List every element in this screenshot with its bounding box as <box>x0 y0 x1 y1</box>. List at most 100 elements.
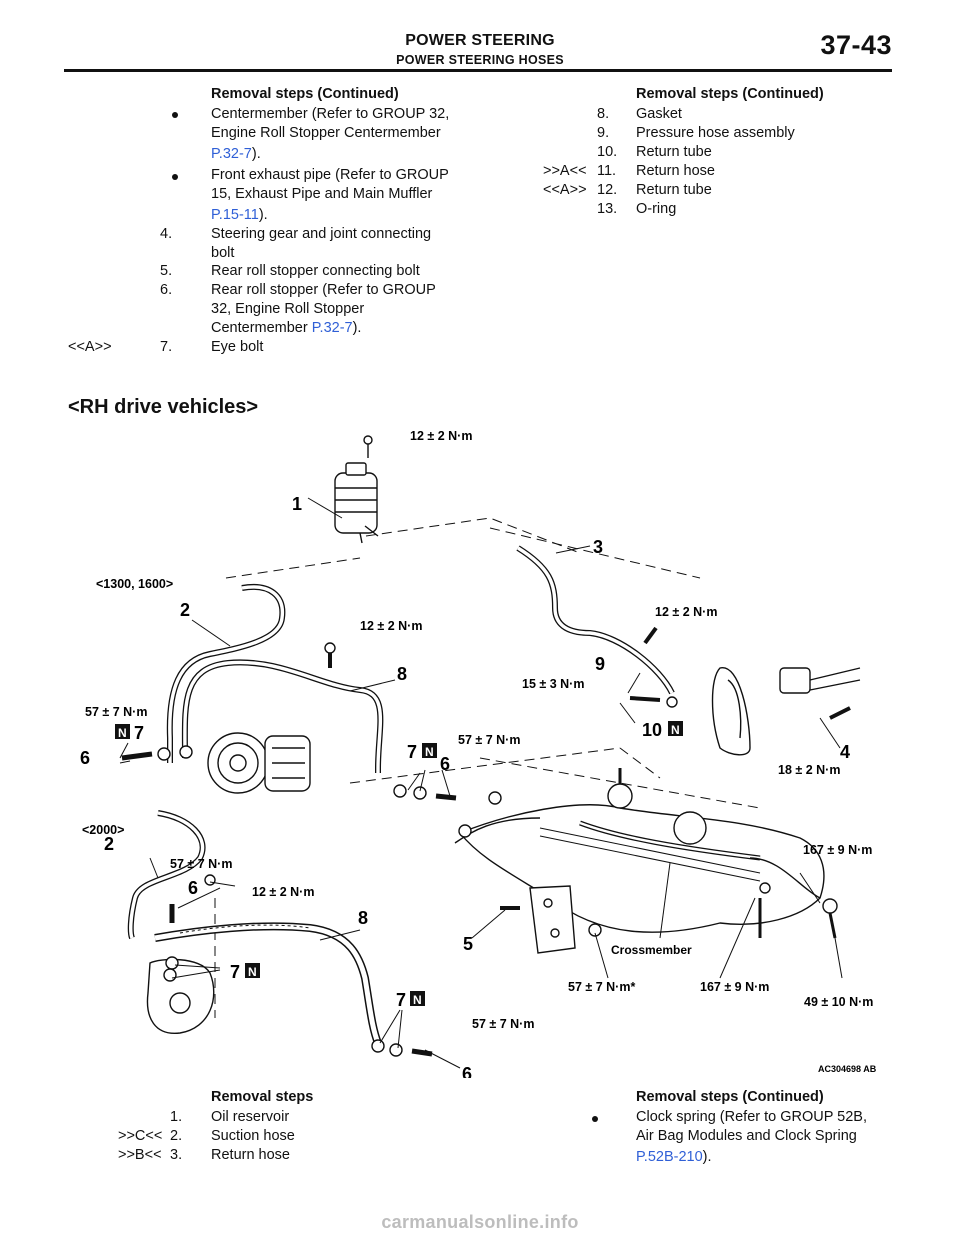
ref-link-p32-7[interactable]: P.32-7 <box>211 146 252 162</box>
procedure-mark: >>C<< <box>118 1128 163 1144</box>
step-centermember-ref: P.32-7). <box>211 146 261 162</box>
callout-6: 6 <box>440 754 450 774</box>
step-text: Return tube <box>636 182 712 198</box>
callout-7: 7 <box>230 962 240 982</box>
figure-id: AC304698 AB <box>818 1064 877 1074</box>
procedure-mark: >>B<< <box>118 1147 162 1163</box>
n-mark-icon <box>668 721 683 736</box>
variant-label: <1300, 1600> <box>96 577 173 591</box>
n-mark-icon <box>410 991 425 1006</box>
page-subtitle: POWER STEERING HOSES <box>396 53 564 67</box>
crossmember-label: Crossmember <box>611 943 692 957</box>
callout-10: 10 <box>642 720 662 740</box>
page-number: 37-43 <box>820 30 892 60</box>
step-number: 7. <box>160 339 173 355</box>
procedure-mark: <<A>> <box>68 339 112 355</box>
step-number: 3. <box>170 1147 183 1163</box>
torque-label: 57 ± 7 N·m <box>85 705 147 719</box>
step-number: 10. <box>597 144 618 160</box>
step-text: Return hose <box>636 163 715 179</box>
step-text: Gasket <box>636 106 682 122</box>
section-title: <RH drive vehicles> <box>68 396 259 418</box>
callout-5: 5 <box>463 934 473 954</box>
callout-1: 1 <box>292 494 302 514</box>
ref-link-p52b-210[interactable]: P.52B-210 <box>636 1149 703 1165</box>
step-number: 4. <box>160 226 173 242</box>
step-centermember-line2: Engine Roll Stopper Centermember <box>211 125 441 141</box>
torque-label: 167 ± 9 N·m <box>803 843 872 857</box>
torque-label: 12 ± 2 N·m <box>252 885 314 899</box>
oil-reservoir-icon <box>334 435 379 544</box>
step-4-line2: bolt <box>211 245 235 261</box>
callout-7: 7 <box>407 742 417 762</box>
step-5: Rear roll stopper connecting bolt <box>211 263 420 279</box>
n-mark-icon <box>245 963 260 978</box>
step-number: 6. <box>160 282 173 298</box>
torque-label: 15 ± 3 N·m <box>522 677 584 691</box>
torque-label: 57 ± 7 N·m <box>170 857 232 871</box>
step-number: 12. <box>597 182 618 198</box>
callout-2: 2 <box>104 834 114 854</box>
n-mark-icon <box>115 724 130 739</box>
steering-joint-icon <box>711 667 861 756</box>
step-6-line1: Rear roll stopper (Refer to GROUP <box>211 282 436 298</box>
step-text: Return hose <box>211 1147 290 1163</box>
step-6-line2: 32, Engine Roll Stopper <box>211 301 365 317</box>
step-clock-spring-line2: Air Bag Modules and Clock Spring <box>636 1128 857 1144</box>
callout-2: 2 <box>180 600 190 620</box>
power-steering-exploded-diagram: 12 ± 2 N·m 1 3 <1300, 1600> 2 12 ± 2 N·m… <box>80 429 877 1078</box>
bullet-icon <box>592 1116 598 1122</box>
removal-steps-heading-left: Removal steps (Continued) <box>211 86 399 102</box>
step-number: 11. <box>597 163 617 179</box>
callout-4: 4 <box>840 742 850 762</box>
step-number: 13. <box>597 201 618 217</box>
callout-7: 7 <box>134 723 144 743</box>
watermark: carmanualsonline.info <box>381 1212 579 1232</box>
callout-8: 8 <box>358 908 368 928</box>
n-mark: N <box>118 726 127 740</box>
step-number: 1. <box>170 1109 183 1125</box>
step-text: Return tube <box>636 144 712 160</box>
ref-link-p15-11[interactable]: P.15-11 <box>211 207 259 223</box>
n-mark: N <box>425 745 434 759</box>
step-text: Suction hose <box>211 1128 295 1144</box>
step-clock-spring-line1: Clock spring (Refer to GROUP 52B, <box>636 1109 868 1125</box>
step-text: O-ring <box>636 201 677 217</box>
ref-link-p32-7-b[interactable]: P.32-7 <box>311 320 353 336</box>
n-mark: N <box>413 993 422 1007</box>
procedure-mark: <<A>> <box>543 182 587 198</box>
torque-label: 57 ± 7 N·m* <box>568 980 635 994</box>
rear-roll-stopper-icon <box>500 885 602 954</box>
removal-steps-heading: Removal steps <box>211 1089 314 1105</box>
step-6-line3: Centermember P.32-7). <box>211 320 362 336</box>
step-exhaust-ref: P.15-11). <box>211 207 268 223</box>
step-number: 9. <box>597 125 610 141</box>
bullet-icon <box>172 112 178 118</box>
step-text: Pressure hose assembly <box>636 125 795 141</box>
torque-label: 12 ± 2 N·m <box>360 619 422 633</box>
step-7: Eye bolt <box>211 339 264 355</box>
n-mark: N <box>671 723 680 737</box>
step-exhaust-line2: 15, Exhaust Pipe and Main Muffler <box>211 186 433 202</box>
step-number: 8. <box>597 106 610 122</box>
variant-label: <2000> <box>82 823 124 837</box>
step-centermember-line1: Centermember (Refer to GROUP 32, <box>211 106 450 122</box>
callout-9: 9 <box>595 654 605 674</box>
bullet-icon <box>172 174 178 180</box>
torque-label: 57 ± 7 N·m <box>472 1017 534 1031</box>
page-title: POWER STEERING <box>405 32 555 49</box>
crossmember-icon <box>454 768 838 939</box>
procedure-mark: >>A<< <box>543 163 587 179</box>
n-mark-icon <box>422 743 437 758</box>
callout-6: 6 <box>80 748 90 768</box>
callout-8: 8 <box>397 664 407 684</box>
step-clock-spring-ref: P.52B-210). <box>636 1149 712 1165</box>
callout-6: 6 <box>462 1064 472 1078</box>
torque-label: 49 ± 10 N·m <box>804 995 873 1009</box>
callout-6: 6 <box>188 878 198 898</box>
oil-pump-bottom-icon <box>146 956 215 1034</box>
removal-steps-heading-right: Removal steps (Continued) <box>636 86 824 102</box>
step-exhaust-line1: Front exhaust pipe (Refer to GROUP <box>211 167 449 183</box>
torque-label: 18 ± 2 N·m <box>778 763 840 777</box>
oil-pump-icon <box>207 732 311 794</box>
